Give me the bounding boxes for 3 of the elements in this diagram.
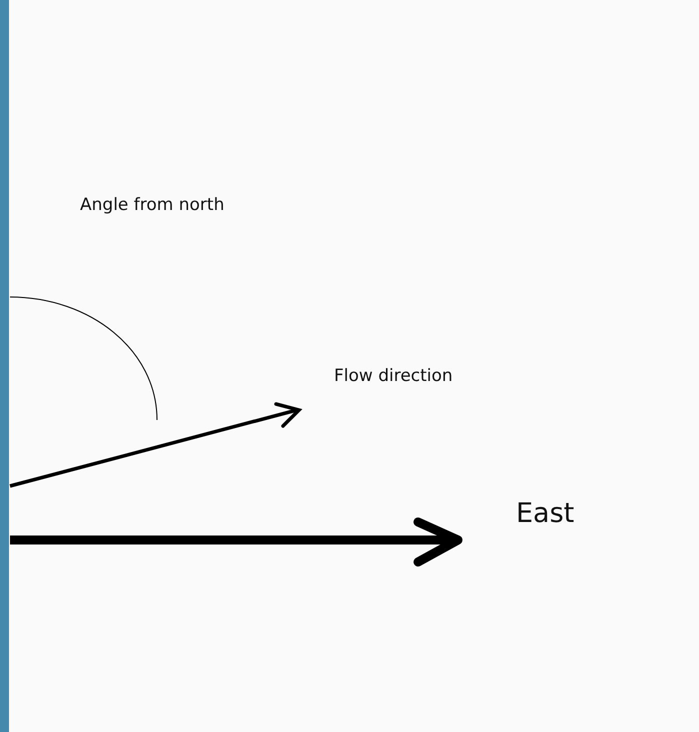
label-text: Angle from north xyxy=(80,195,224,215)
label-text: Flow direction xyxy=(334,366,453,386)
label-text: East xyxy=(516,498,574,529)
